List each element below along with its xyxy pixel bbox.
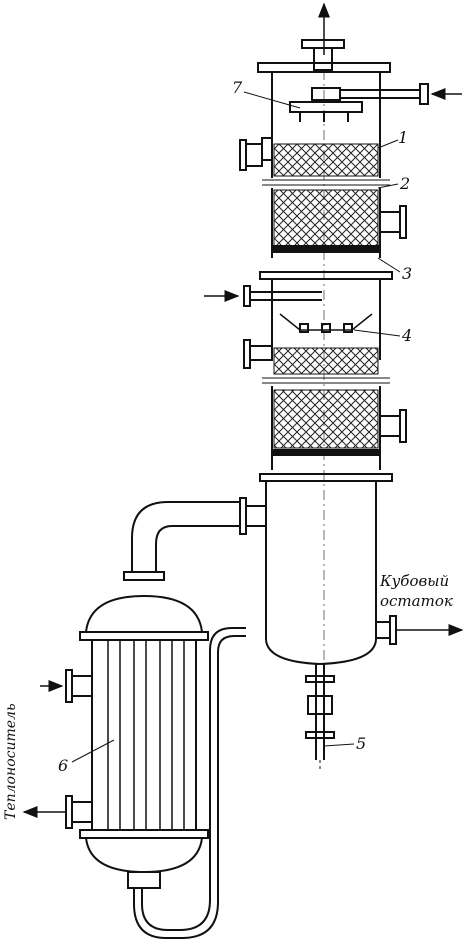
residue-label-line1: Кубовый bbox=[380, 572, 450, 590]
drain-valve bbox=[307, 695, 333, 715]
right-nozzle-lower bbox=[379, 415, 401, 437]
bottom-vessel-head bbox=[265, 639, 377, 666]
label-6: 6 bbox=[58, 756, 69, 775]
flange-joint-lower bbox=[259, 473, 393, 482]
label-7: 7 bbox=[232, 78, 243, 97]
reflux-distributor-7 bbox=[289, 101, 363, 113]
label-3: 3 bbox=[402, 264, 413, 283]
left-nozzle-upper bbox=[245, 143, 263, 167]
label-2: 2 bbox=[400, 174, 411, 193]
leader-3 bbox=[377, 257, 401, 273]
vapor-pipe bbox=[131, 501, 240, 572]
vapor-inlet-nozzle bbox=[245, 505, 267, 527]
reboiler-bottom-head bbox=[85, 837, 203, 874]
top-outlet-nozzle bbox=[313, 47, 333, 71]
reboiler-top-head bbox=[85, 594, 203, 633]
heat-carrier-outlet bbox=[71, 801, 93, 823]
right-nozzle-upper bbox=[379, 211, 401, 233]
top-outlet-flange bbox=[301, 39, 345, 49]
leader-7 bbox=[243, 91, 301, 109]
reboiler-bottom-flange bbox=[79, 829, 209, 839]
packing-lower-top bbox=[273, 347, 379, 375]
leader-6 bbox=[71, 739, 115, 763]
liquid-return-pipe bbox=[141, 627, 246, 931]
flange-joint-upper bbox=[259, 271, 393, 280]
leader-2 bbox=[377, 183, 399, 189]
residue-label-line2: остаток bbox=[380, 592, 453, 610]
label-4: 4 bbox=[402, 326, 413, 345]
leader-5 bbox=[323, 743, 355, 747]
packing-lower bbox=[273, 389, 379, 449]
redistributor-4 bbox=[279, 313, 373, 331]
leader-1 bbox=[377, 139, 399, 149]
label-1: 1 bbox=[398, 128, 409, 147]
residue-outlet-nozzle bbox=[375, 621, 391, 639]
heat-carrier-label: Теплоноситель bbox=[3, 703, 19, 820]
packing-1 bbox=[273, 143, 379, 177]
heat-carrier-inlet bbox=[71, 675, 93, 697]
label-5: 5 bbox=[356, 734, 367, 753]
packing-2 bbox=[273, 189, 379, 247]
left-nozzle-lower bbox=[249, 345, 273, 361]
leader-4 bbox=[353, 329, 401, 337]
reflux-inlet-flange bbox=[419, 83, 429, 105]
feed-inlet-flange bbox=[243, 285, 251, 307]
reboiler-top-flange bbox=[79, 631, 209, 641]
